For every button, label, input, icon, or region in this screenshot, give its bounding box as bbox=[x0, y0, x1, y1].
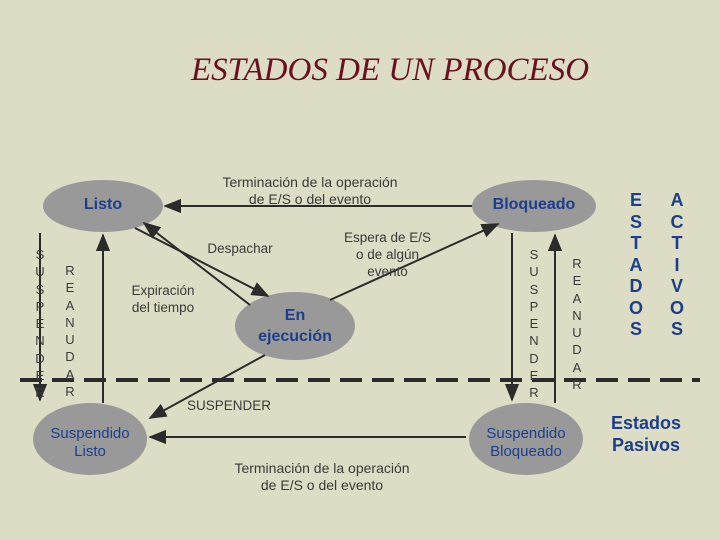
vertical-letter: R bbox=[529, 385, 539, 401]
vertical-letter: N bbox=[65, 314, 75, 330]
arrow-expiracion bbox=[142, 221, 251, 306]
espera-label: Espera de E/S o de algún evento bbox=[340, 229, 435, 280]
vertical-letter: N bbox=[35, 333, 45, 349]
suspendido-listo-line-1: Suspendido bbox=[50, 425, 130, 442]
vertical-letter: D bbox=[572, 342, 582, 358]
vertical-letter: D bbox=[35, 350, 45, 366]
vertical-letter: A bbox=[670, 190, 684, 210]
vertical-letter: I bbox=[674, 254, 680, 275]
terminacion-bottom-line-1: Terminación de la operación bbox=[234, 460, 410, 476]
vertical-letter: S bbox=[529, 247, 539, 262]
vertical-letter: T bbox=[630, 233, 642, 253]
suspender-bottom-label: SUSPENDER bbox=[186, 398, 272, 413]
vertical-letter: U bbox=[35, 264, 45, 280]
vertical-letter: D bbox=[629, 276, 643, 296]
espera-line-3: evento bbox=[367, 264, 408, 279]
vertical-letter: C bbox=[670, 211, 684, 232]
vertical-letter: E bbox=[35, 368, 45, 384]
vertical-letter: S bbox=[670, 319, 683, 339]
expiracion-line-1: Expiración bbox=[131, 283, 195, 298]
expiracion-line-2: del tiempo bbox=[131, 300, 195, 315]
bloqueado-label: Bloqueado bbox=[492, 196, 576, 213]
vertical-letter: R bbox=[572, 256, 582, 271]
vertical-letter: T bbox=[671, 233, 683, 253]
vertical-letter: A bbox=[629, 254, 643, 275]
vertical-letter: D bbox=[529, 350, 539, 366]
vertical-letter: P bbox=[35, 298, 45, 314]
estados-pasivos-label: Estados Pasivos bbox=[598, 412, 694, 456]
vertical-letter: S bbox=[529, 281, 539, 297]
espera-line-2: o de algún bbox=[355, 247, 420, 262]
vertical-letter: A bbox=[65, 297, 75, 313]
vertical-letter: A bbox=[572, 359, 582, 375]
vertical-letter: R bbox=[65, 384, 75, 400]
arrow-espera bbox=[329, 223, 500, 301]
vertical-letter: S bbox=[35, 281, 45, 297]
estados-pasivos-line-1: Estados bbox=[610, 413, 682, 433]
terminacion-top-label: Terminación de la operación de E/S o del… bbox=[200, 174, 420, 208]
vertical-letter: P bbox=[529, 298, 539, 314]
vertical-letter: U bbox=[572, 325, 582, 341]
vertical-letter: R bbox=[572, 377, 582, 393]
vertical-letter: E bbox=[35, 316, 45, 332]
vertical-letter: V bbox=[670, 276, 683, 296]
terminacion-bottom-label: Terminación de la operación de E/S o del… bbox=[212, 460, 432, 494]
vertical-letter: O bbox=[669, 297, 684, 318]
vertical-letter: E bbox=[572, 273, 582, 289]
vertical-letter: S bbox=[629, 319, 642, 339]
en-ejecucion-label: En ejecución bbox=[240, 305, 350, 347]
espera-line-1: Espera de E/S bbox=[343, 230, 432, 245]
vertical-letter: U bbox=[529, 264, 539, 280]
vertical-letter: E bbox=[529, 368, 539, 384]
vertical-letter: O bbox=[628, 297, 643, 318]
vertical-letter: R bbox=[35, 385, 45, 401]
arrow-suspender-bottom bbox=[148, 354, 266, 419]
suspendido-bloqueado-line-2: Bloqueado bbox=[490, 443, 562, 460]
vertical-letter: R bbox=[65, 263, 75, 278]
vertical-letter: E bbox=[65, 280, 75, 296]
en-ejecucion-line-2: ejecución bbox=[258, 328, 332, 345]
vertical-letter: N bbox=[572, 307, 582, 323]
vertical-letter: E bbox=[529, 316, 539, 332]
suspendido-bloqueado-line-1: Suspendido bbox=[486, 425, 566, 442]
en-ejecucion-line-1: En bbox=[284, 307, 306, 324]
node-suspendido-bloqueado bbox=[469, 403, 583, 475]
vertical-letter: A bbox=[572, 290, 582, 306]
node-suspendido-listo bbox=[33, 403, 147, 475]
estados-pasivos-line-2: Pasivos bbox=[611, 435, 681, 455]
vertical-letter: E bbox=[629, 190, 642, 210]
vertical-letter: A bbox=[65, 366, 75, 382]
suspendido-listo-label: Suspendido Listo bbox=[30, 425, 150, 461]
terminacion-top-line-2: de E/S o del evento bbox=[248, 191, 372, 207]
expiracion-label: Expiración del tiempo bbox=[118, 282, 208, 316]
vertical-letter: D bbox=[65, 349, 75, 365]
terminacion-top-line-1: Terminación de la operación bbox=[222, 174, 398, 190]
node-bloqueado bbox=[472, 180, 596, 232]
vertical-letter: S bbox=[35, 247, 45, 262]
page-title: ESTADOS DE UN PROCESO bbox=[190, 52, 590, 88]
vertical-letter: U bbox=[65, 332, 75, 348]
arrow-despachar bbox=[134, 227, 270, 297]
suspendido-bloqueado-label: Suspendido Bloqueado bbox=[466, 425, 586, 461]
suspendido-listo-line-2: Listo bbox=[74, 443, 106, 460]
vertical-letter: N bbox=[529, 333, 539, 349]
terminacion-bottom-line-2: de E/S o del evento bbox=[260, 477, 384, 493]
node-listo bbox=[43, 180, 163, 232]
despachar-label: Despachar bbox=[207, 241, 273, 256]
vertical-letter: S bbox=[629, 211, 642, 232]
listo-label: Listo bbox=[83, 196, 123, 213]
node-en-ejecucion bbox=[235, 292, 355, 360]
